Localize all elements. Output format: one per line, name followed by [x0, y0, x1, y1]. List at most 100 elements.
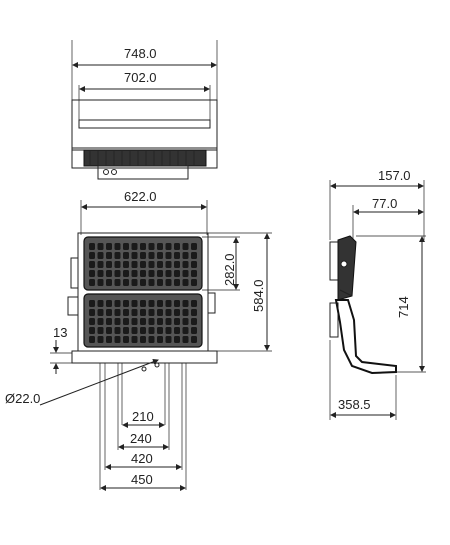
- led-cell: [165, 309, 172, 316]
- led-cell: [157, 300, 163, 307]
- dim-module-height: 282.0: [222, 253, 237, 286]
- led-cell: [165, 270, 172, 277]
- side-view: 157.0 77.0 714 358.5: [329, 168, 426, 420]
- led-cell: [165, 252, 172, 259]
- led-cell: [182, 261, 189, 268]
- led-cell: [174, 252, 180, 259]
- led-cell: [148, 336, 155, 343]
- led-cell: [140, 261, 146, 268]
- led-cell: [123, 261, 129, 268]
- led-cell: [106, 252, 112, 259]
- dim-side-base-depth: 358.5: [338, 397, 371, 412]
- led-cell: [182, 300, 189, 307]
- led-cell: [89, 279, 95, 286]
- led-cell: [140, 300, 146, 307]
- led-cell: [174, 270, 180, 277]
- led-cell: [89, 261, 95, 268]
- dim-front-width: 622.0: [124, 189, 157, 204]
- led-cell: [191, 336, 197, 343]
- led-cell: [89, 270, 95, 277]
- led-cell: [148, 261, 155, 268]
- led-cell: [106, 261, 112, 268]
- led-cell: [174, 243, 180, 250]
- led-cell: [97, 270, 104, 277]
- led-cell: [89, 252, 95, 259]
- led-cell: [106, 279, 112, 286]
- led-cell: [148, 327, 155, 334]
- led-cell: [165, 336, 172, 343]
- led-cell: [123, 279, 129, 286]
- led-cell: [123, 336, 129, 343]
- led-cell: [131, 318, 138, 325]
- led-cell: [157, 336, 163, 343]
- dim-hole-450: 450: [131, 472, 153, 487]
- led-cell: [182, 252, 189, 259]
- led-cell: [165, 279, 172, 286]
- led-cell: [97, 279, 104, 286]
- led-cell: [174, 261, 180, 268]
- led-cell: [131, 252, 138, 259]
- led-cell: [114, 318, 121, 325]
- led-cell: [148, 243, 155, 250]
- led-cell: [165, 261, 172, 268]
- led-cell: [157, 279, 163, 286]
- led-array: [89, 243, 197, 343]
- led-cell: [89, 243, 95, 250]
- led-cell: [123, 318, 129, 325]
- led-cell: [148, 270, 155, 277]
- led-cell: [106, 243, 112, 250]
- led-cell: [148, 279, 155, 286]
- led-cell: [89, 327, 95, 334]
- led-cell: [148, 300, 155, 307]
- dim-hole-240: 240: [130, 431, 152, 446]
- dim-side-depth-partial: 77.0: [372, 196, 397, 211]
- led-cell: [182, 279, 189, 286]
- led-cell: [148, 252, 155, 259]
- led-cell: [148, 309, 155, 316]
- led-cell: [131, 327, 138, 334]
- led-cell: [182, 243, 189, 250]
- led-cell: [165, 327, 172, 334]
- led-cell: [131, 300, 138, 307]
- led-cell: [89, 300, 95, 307]
- led-cell: [123, 270, 129, 277]
- led-cell: [106, 270, 112, 277]
- led-cell: [165, 318, 172, 325]
- led-cell: [97, 300, 104, 307]
- led-cell: [140, 252, 146, 259]
- led-cell: [97, 252, 104, 259]
- led-cell: [123, 252, 129, 259]
- dim-top-inner-width: 702.0: [124, 70, 157, 85]
- led-cell: [131, 261, 138, 268]
- led-cell: [182, 309, 189, 316]
- led-cell: [97, 336, 104, 343]
- led-cell: [191, 300, 197, 307]
- dim-front-height: 584.0: [251, 279, 266, 312]
- led-cell: [106, 327, 112, 334]
- led-cell: [191, 252, 197, 259]
- led-cell: [182, 270, 189, 277]
- led-cell: [131, 243, 138, 250]
- led-cell: [191, 261, 197, 268]
- led-cell: [123, 309, 129, 316]
- led-cell: [182, 318, 189, 325]
- led-cell: [97, 261, 104, 268]
- led-cell: [106, 300, 112, 307]
- led-cell: [191, 318, 197, 325]
- led-cell: [114, 309, 121, 316]
- led-cell: [157, 270, 163, 277]
- led-cell: [174, 336, 180, 343]
- led-cell: [157, 327, 163, 334]
- led-cell: [97, 327, 104, 334]
- led-cell: [131, 279, 138, 286]
- led-cell: [165, 243, 172, 250]
- led-cell: [191, 309, 197, 316]
- dim-top-overall-width: 748.0: [124, 46, 157, 61]
- led-cell: [140, 318, 146, 325]
- top-view: 748.0 702.0: [71, 40, 218, 180]
- led-cell: [140, 270, 146, 277]
- led-cell: [106, 318, 112, 325]
- led-cell: [191, 270, 197, 277]
- led-cell: [97, 309, 104, 316]
